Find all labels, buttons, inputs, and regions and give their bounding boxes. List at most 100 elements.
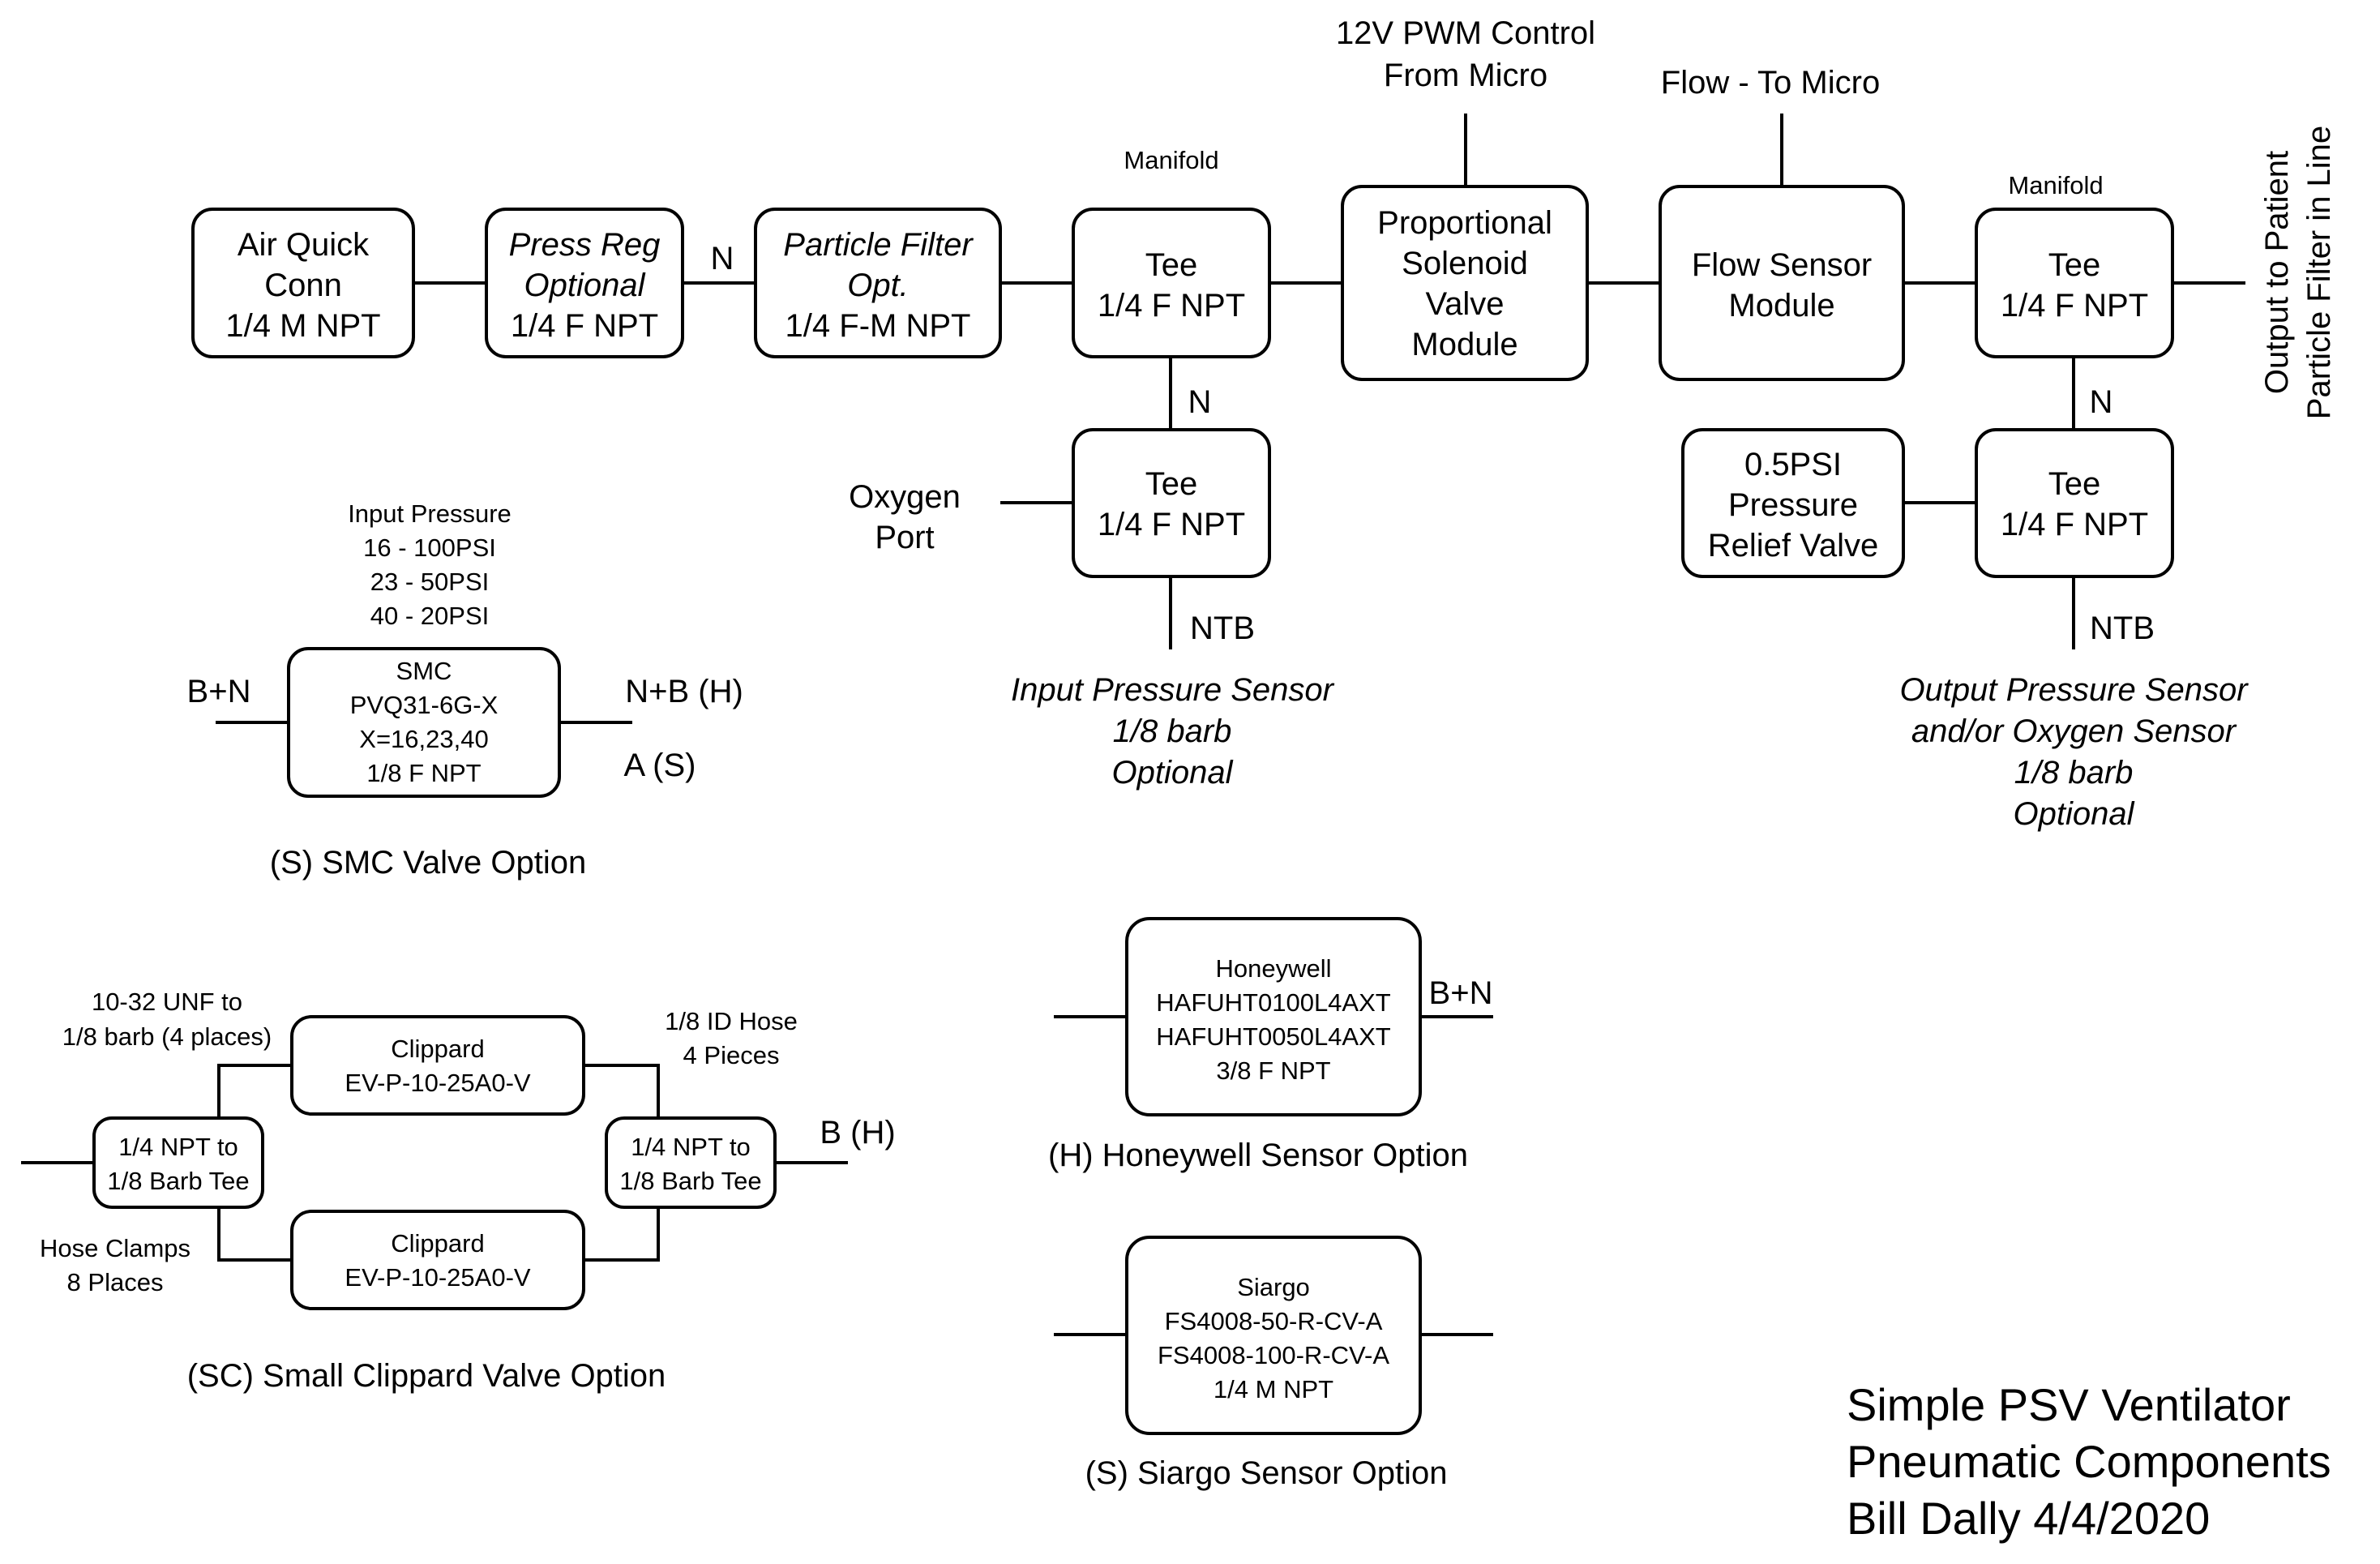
siargo-sensor-outline [1125,1236,1422,1435]
input-tee-box: Tee 1/4 F NPT [1072,208,1271,358]
air-quick-conn-line-3: 1/4 M NPT [225,308,380,344]
air-quick-conn-outline [191,208,415,358]
clippard-unf-note-line-2: 1/8 barb (4 places) [62,1022,272,1051]
honeywell-sensor-outline [1125,917,1422,1116]
clippard-right-tee-line-2: 1/8 Barb Tee [619,1167,761,1195]
clippard-bottom-valve-outline [290,1210,585,1310]
siargo-box-line-1: Siargo [1237,1273,1310,1301]
clippard-bottom-valve-line-1: Clippard [391,1229,484,1258]
output-tee-line-1: Tee [2048,247,2101,283]
connection-lines [21,114,2245,1336]
title-block: Simple PSV Ventilator Pneumatic Componen… [1847,1379,2331,1544]
input-pressure-sensor-line-3: Optional [1112,755,1234,791]
clippard-top-valve-line-1: Clippard [391,1035,484,1063]
input-pressure-sensor-line-2: 1/8 barb [1113,713,1232,749]
clippard-top-valve-line-2: EV-P-10-25A0-V [345,1069,530,1097]
clippard-top-valve-outline [290,1015,585,1116]
output-tee-line-2: 1/4 F NPT [2001,288,2148,324]
smc-right-label-1: N+B (H) [625,674,743,709]
clippard-right-label: B (H) [820,1115,895,1151]
input-tee-outline [1072,208,1271,358]
relief-valve-line-3: Relief Valve [1708,528,1878,563]
proportional-valve-line-3: Valve [1425,286,1504,322]
honeywell-right-label: B+N [1429,975,1493,1011]
press-reg-box: Press Reg Optional 1/4 F NPT [485,208,684,358]
input-pressure-sensor-line-1: Input Pressure Sensor [1011,672,1335,708]
output-pressure-sensor-line-3: 1/8 barb [2014,755,2134,791]
particle-filter-line-3: 1/4 F-M NPT [785,308,971,344]
proportional-valve-outline [1341,185,1589,381]
clippard-right-tee-line-1: 1/4 NPT to [631,1133,751,1161]
output-pressure-sensor-line-2: and/or Oxygen Sensor [1911,713,2237,749]
output-tee-box: Tee 1/4 F NPT [1975,208,2174,358]
honeywell-sensor-option: Honeywell HAFUHT0100L4AXT HAFUHT0050L4AX… [1048,917,1493,1173]
clippard-left-tee-line-2: 1/8 Barb Tee [107,1167,249,1195]
relief-valve-line-1: 0.5PSI [1744,447,1842,482]
press-reg-line-3: 1/4 F NPT [511,308,658,344]
clippard-right-tee-outline [605,1116,777,1209]
siargo-sensor-option: Siargo FS4008-50-R-CV-A FS4008-100-R-CV-… [1085,1236,1448,1491]
clippard-hose-note-line-2: 4 Pieces [683,1041,780,1069]
siargo-box-line-3: FS4008-100-R-CV-A [1158,1341,1389,1369]
press-reg-outline [485,208,684,358]
ntb-label-left: NTB [1190,611,1255,646]
output-to-patient-label-1: Output to Patient [2259,151,2295,394]
smc-box-line-1: SMC [396,657,452,685]
flow-sensor-outline [1659,185,1905,381]
honeywell-box-line-1: Honeywell [1215,954,1331,983]
clippard-left-tee-outline [92,1116,264,1209]
output-sensor-tee-line-1: Tee [2048,466,2101,502]
honeywell-box-line-4: 3/8 F NPT [1216,1056,1330,1085]
smc-caption: (S) SMC Valve Option [270,845,587,881]
ntb-label-right: NTB [2090,611,2155,646]
oxygen-tee-line-2: 1/4 F NPT [1098,507,1245,542]
n-label-after-press-reg: N [711,241,734,276]
smc-input-pressure-line-3: 23 - 50PSI [370,568,489,596]
siargo-caption: (S) Siargo Sensor Option [1085,1455,1448,1491]
relief-valve-line-2: Pressure [1728,487,1858,523]
pwm-control-label-2: From Micro [1384,58,1547,93]
input-tee-line-2: 1/4 F NPT [1098,288,1245,324]
air-quick-conn-line-1: Air Quick [238,227,370,263]
smc-box-line-4: 1/8 F NPT [366,759,481,787]
smc-input-pressure-line-4: 40 - 20PSI [370,602,489,630]
smc-right-label-2: A (S) [624,748,696,783]
particle-filter-line-1: Particle Filter [783,227,974,263]
siargo-box-line-4: 1/4 M NPT [1214,1375,1333,1403]
particle-filter-box: Particle Filter Opt. 1/4 F-M NPT [754,208,1002,358]
flow-sensor-box: Flow Sensor Module [1659,185,1905,381]
honeywell-box-line-3: HAFUHT0050L4AXT [1156,1022,1391,1051]
wire-clippard-bottom-left [217,1207,292,1262]
proportional-valve-line-1: Proportional [1377,205,1552,241]
title-line-3: Bill Dally 4/4/2020 [1847,1493,2210,1544]
output-sensor-tee-line-2: 1/4 F NPT [2001,507,2148,542]
smc-input-pressure-line-1: Input Pressure [348,499,512,528]
oxygen-tee-outline [1072,428,1271,578]
clippard-clamps-note-line-2: 8 Places [67,1268,164,1296]
smc-box-line-3: X=16,23,40 [359,725,488,753]
oxygen-port-label-1: Oxygen [849,479,961,515]
press-reg-line-1: Press Reg [509,227,661,263]
relief-valve-outline [1681,428,1905,578]
smc-input-pressure-line-2: 16 - 100PSI [363,533,496,562]
output-pressure-sensor-line-1: Output Pressure Sensor [1899,672,2249,708]
honeywell-caption: (H) Honeywell Sensor Option [1048,1138,1468,1173]
honeywell-box-line-2: HAFUHT0100L4AXT [1156,988,1391,1017]
particle-filter-line-2: Opt. [847,268,909,303]
wire-clippard-bottom-right [584,1207,660,1262]
n-label-left-vertical: N [1188,384,1212,420]
clippard-clamps-note-line-1: Hose Clamps [40,1234,190,1262]
clippard-hose-note-line-1: 1/8 ID Hose [665,1007,798,1035]
manifold-label-right: Manifold [2008,171,2103,199]
proportional-valve-line-2: Solenoid [1402,246,1528,281]
output-sensor-tee-box: Tee 1/4 F NPT [1975,428,2174,578]
siargo-box-line-2: FS4008-50-R-CV-A [1165,1307,1383,1335]
particle-filter-outline [754,208,1002,358]
smc-box-line-2: PVQ31-6G-X [350,691,499,719]
flow-sensor-line-1: Flow Sensor [1692,247,1872,283]
oxygen-tee-line-1: Tee [1145,466,1198,502]
smc-left-label: B+N [187,674,251,709]
output-to-patient-label-2: Particle Filter in Line [2301,126,2337,419]
wire-clippard-top-right [584,1064,660,1118]
proportional-valve-line-4: Module [1411,327,1517,362]
